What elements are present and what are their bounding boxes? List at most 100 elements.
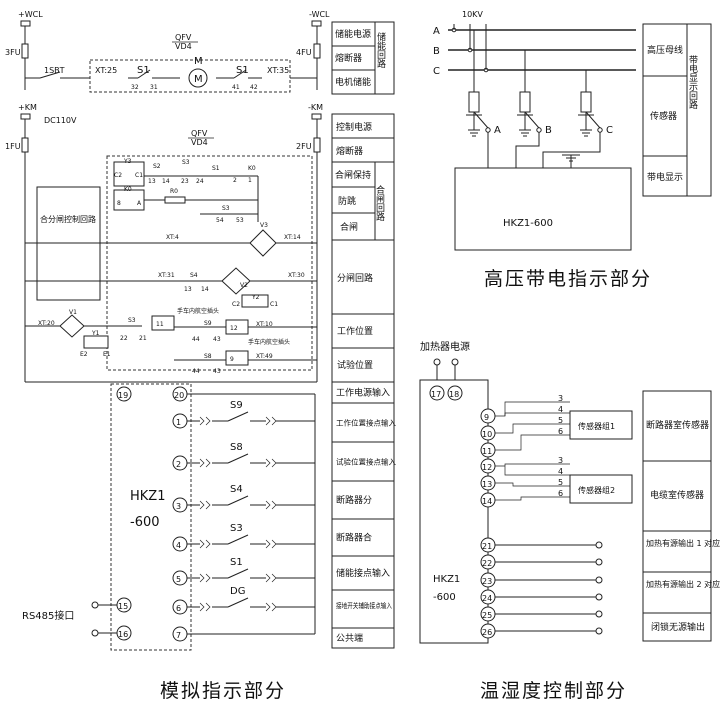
breaker2-vd4-label: VD4 [191, 138, 208, 147]
terminal-right-symbol [311, 20, 322, 27]
plug-label-1: 手车内航空插头 [177, 307, 219, 315]
table-row-test-pos: 试验位置 [337, 359, 373, 371]
output-pin-label: 24 [482, 594, 492, 603]
pin-15-label: 15 [118, 602, 128, 611]
s2-label: S2 [153, 163, 161, 170]
n54-label: 54 [216, 217, 224, 224]
analog-switch-label: S1 [230, 557, 243, 568]
breaker-vd4-label: VD4 [175, 42, 192, 51]
rectifier-v1-symbol [59, 314, 85, 338]
pin-19-symbol [116, 386, 132, 402]
n2-label: 2 [233, 177, 237, 184]
output-pin-label: 25 [482, 611, 492, 620]
hkz-analog-frame [110, 383, 192, 651]
s3-mid-label: S3 [222, 205, 230, 212]
plug-9-symbol [225, 350, 249, 366]
motor-label: M [194, 74, 203, 85]
y3-label: Y3 [123, 158, 132, 165]
sensor-wire-number: 4 [558, 467, 563, 476]
n9-label: 9 [230, 356, 234, 363]
output-pin-label: 21 [482, 542, 492, 551]
temp-humidity-circuit: 加热器电源 17 18 HKZ1 -600 910113456121314345… [419, 340, 720, 644]
hv-phase-label: A [433, 26, 440, 37]
hv-sensor-0 [468, 91, 480, 113]
fuse-1fu-symbol [21, 137, 29, 153]
s8-ctrl-label: S8 [204, 353, 212, 360]
motor-symbol [188, 68, 208, 88]
s3-top-label: S3 [182, 159, 190, 166]
temp-device-box [419, 379, 489, 644]
terminal-xt35-label: XT:35 [267, 66, 289, 75]
pin-19-label: 19 [118, 391, 128, 400]
hv-sensor-2 [580, 91, 592, 113]
table-row-hold: 合闸保持 [335, 169, 371, 181]
temp-table-cable-sensor: 电缆室传感器 [650, 489, 704, 501]
output-terminal [595, 541, 603, 549]
resistor-r0-symbol [164, 196, 186, 204]
io-row-label: 公共端 [336, 632, 363, 644]
na-label: A [137, 200, 142, 207]
n1-label: 1 [248, 177, 252, 184]
output-terminal [595, 558, 603, 566]
heater-power-label: 加热器电源 [420, 340, 470, 353]
table-row-motor: 电机储能 [335, 76, 371, 88]
pin-18-label: 18 [449, 390, 459, 399]
pin-16-label: 16 [118, 630, 128, 639]
minus-wcl-label: -WCL [309, 10, 330, 19]
analog-switch-label: S3 [230, 523, 243, 534]
hv-tap-label: C [606, 125, 613, 136]
motor-supply-circuit: +WCL -WCL 3FU 4FU 1SBT QFV VD4 XT:25 XT:… [5, 10, 330, 93]
analog-pin-label: 7 [176, 631, 181, 640]
s3-low-label: S3 [128, 317, 136, 324]
terminal-km-left-symbol [20, 113, 31, 120]
sensor-wire-number: 3 [558, 394, 563, 403]
table-row-ctrl-fuse: 熔断器 [336, 145, 363, 157]
k0-box-label: K0 [124, 186, 132, 193]
n8-label: 8 [117, 200, 121, 207]
sensor-wire-number: 3 [558, 456, 563, 465]
table-side-energy: 储能回路 [375, 31, 386, 69]
caption-hv: 高压带电指示部分 [484, 268, 652, 290]
c1b-label: C1 [270, 301, 278, 308]
table-row-power: 储能电源 [335, 28, 371, 40]
hv-indicator-circuit: 10KV ABC ABC29A30B31C32 HKZ1-600 高压母线 传感… [433, 10, 712, 251]
table-row-ctrl-power: 控制电源 [336, 121, 372, 133]
minus-km-label: -KM [308, 103, 323, 112]
sensor-wire-number: 6 [558, 489, 563, 498]
s4-14-label: 14 [201, 286, 209, 293]
sensor-pin-label: 9 [484, 413, 489, 422]
n53-label: 53 [236, 217, 244, 224]
hv-tap-label: A [494, 125, 501, 136]
fuse-3fu-label: 3FU [5, 48, 21, 57]
xt20-label: XT:20 [38, 320, 55, 327]
io-row-label: 储能接点输入 [336, 567, 390, 579]
sensor-pin-label: 11 [482, 447, 492, 456]
hv-table-bus: 高压母线 [647, 44, 683, 56]
s1-ctrl-label: S1 [212, 165, 220, 172]
n44b-label: 44 [192, 368, 200, 375]
n11-label: 11 [156, 321, 164, 328]
sensor-wire-number: 5 [558, 416, 563, 425]
io-row-label: 接地开关辅助接点输入 [336, 601, 392, 610]
analog-pin-label: 3 [176, 502, 181, 511]
s4-label: S4 [190, 272, 198, 279]
hv-sensor-1 [519, 91, 531, 113]
e2-label: E2 [80, 351, 88, 358]
n21-label: 21 [139, 335, 147, 342]
output-terminal [595, 610, 603, 618]
plus-km-label: +KM [18, 103, 37, 112]
n43b-label: 43 [213, 368, 221, 375]
xt30-label: XT:30 [288, 272, 305, 279]
hv-voltage-label: 10KV [462, 10, 483, 19]
rectifier-v3-symbol [249, 229, 277, 257]
terminal-km-right-symbol [311, 113, 322, 120]
s4-13-label: 13 [184, 286, 192, 293]
sensor-pin-label: 10 [482, 430, 492, 439]
k0-label: K0 [248, 165, 256, 172]
table-row-fuse: 熔断器 [335, 52, 362, 64]
pin-15-symbol [116, 597, 132, 613]
n13-label: 13 [148, 178, 156, 185]
xt10-label: XT:10 [256, 321, 273, 328]
hv-table-sensor: 传感器 [650, 110, 677, 122]
v2-label: V2 [240, 282, 248, 289]
